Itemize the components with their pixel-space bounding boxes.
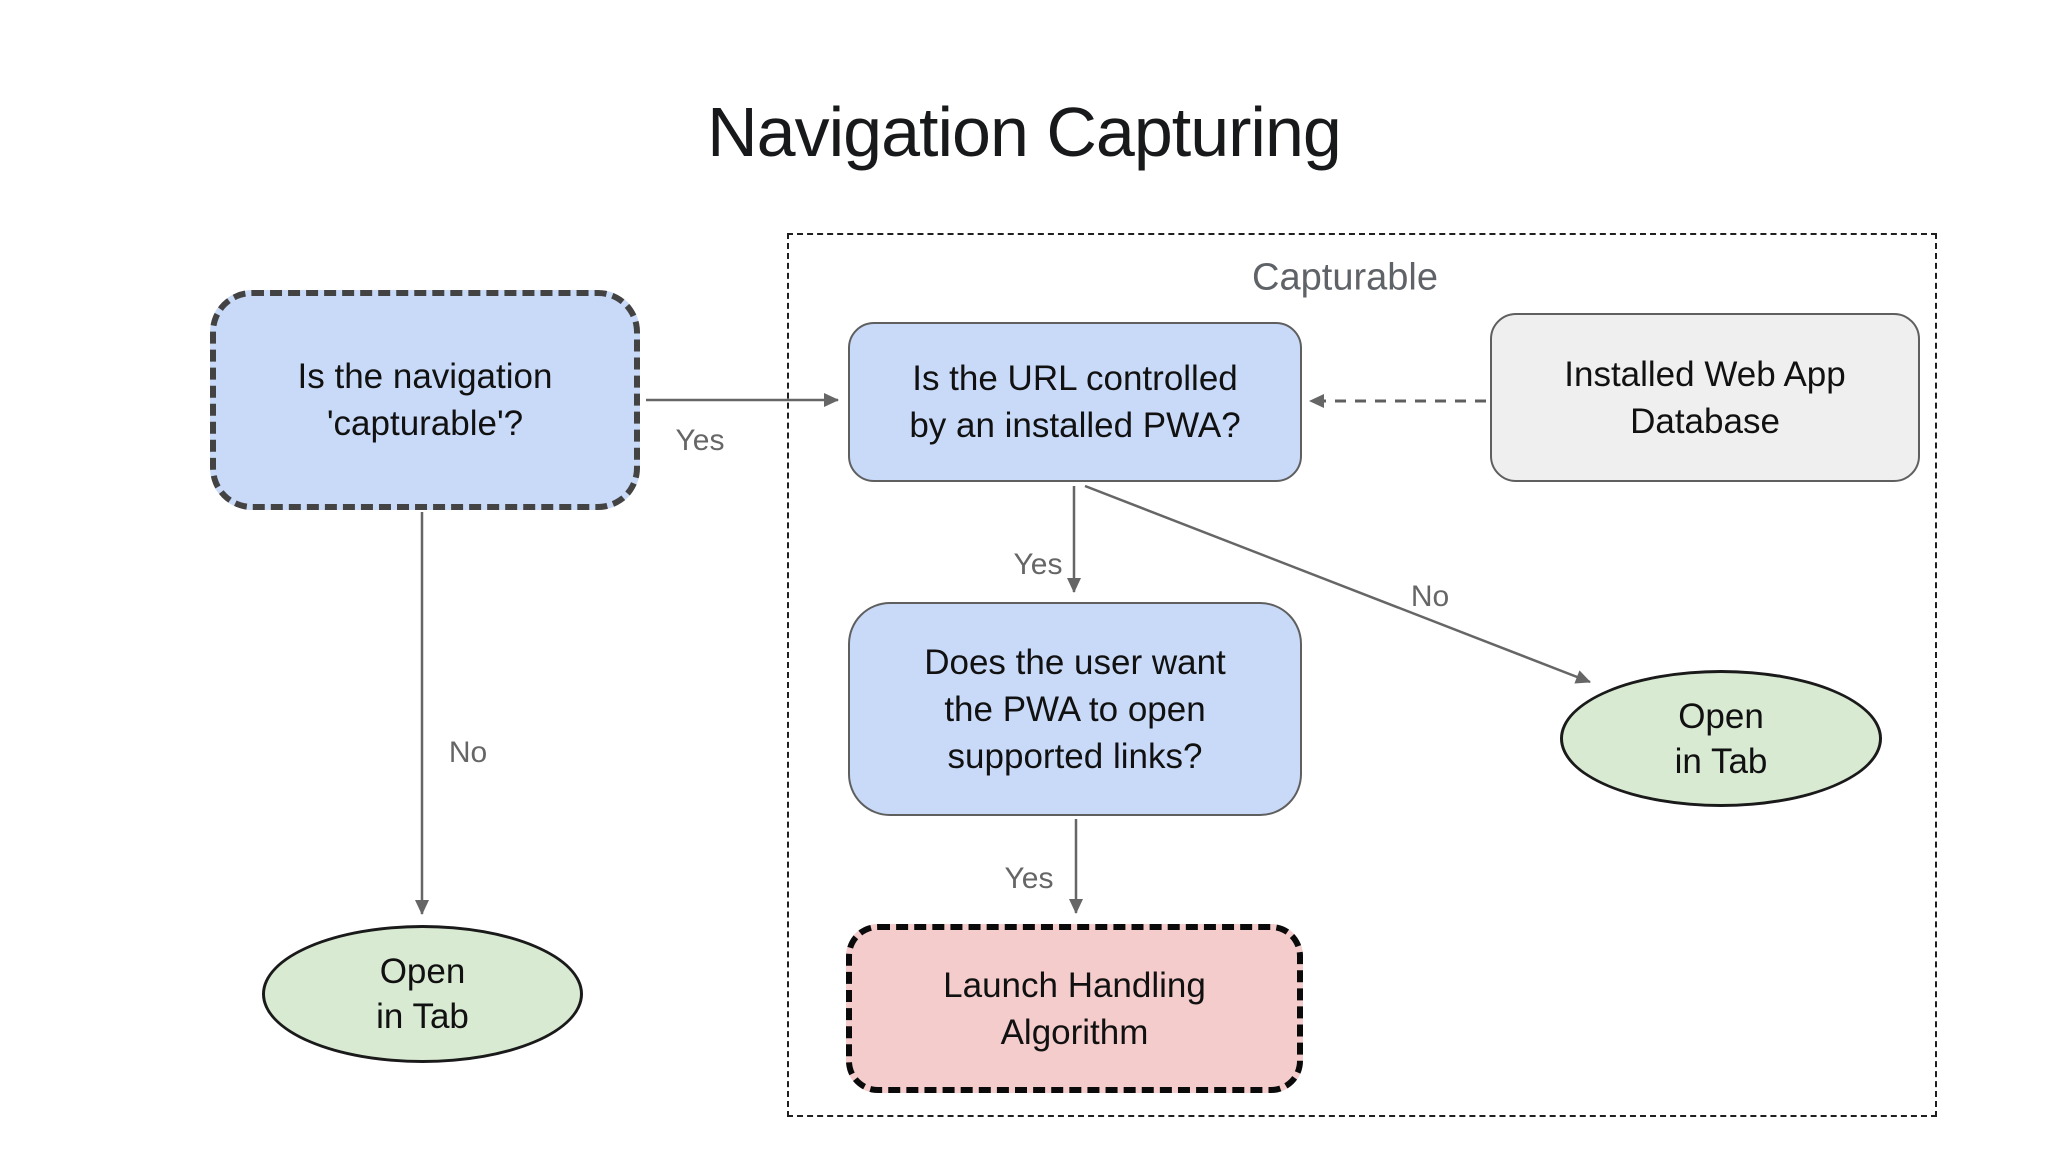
node-user-want-supported-links: Does the user want the PWA to open suppo… — [848, 602, 1302, 816]
node-url-controlled-by-pwa: Is the URL controlled by an installed PW… — [848, 322, 1302, 482]
node-label-line: 'capturable'? — [326, 404, 524, 443]
edge-label-capturable-no: No — [448, 736, 488, 769]
capturable-group-label: Capturable — [1252, 256, 1438, 299]
node-open-in-tab-right: Open in Tab — [1560, 670, 1882, 807]
arrow-controlled-no — [1084, 484, 1591, 684]
node-label-line: in Tab — [1674, 741, 1768, 781]
node-label-line: Open — [379, 952, 466, 991]
node-label-line: Open — [1678, 696, 1764, 736]
node-launch-handling-algorithm: Launch Handling Algorithm — [846, 924, 1303, 1093]
edge-label-supported-yes: Yes — [1004, 862, 1054, 895]
node-label-line: Database — [1630, 401, 1780, 441]
node-installed-web-app-database: Installed Web App Database — [1490, 313, 1920, 482]
node-label-line: Algorithm — [1000, 1012, 1149, 1052]
node-label-line: the PWA to open — [944, 689, 1206, 729]
node-label-line: Installed Web App — [1564, 354, 1846, 394]
page-title: Navigation Capturing — [707, 93, 1342, 171]
node-label-line: Is the navigation — [297, 357, 553, 396]
node-is-navigation-capturable: Is the navigation 'capturable'? — [210, 290, 640, 510]
edge-label-controlled-no: No — [1410, 580, 1450, 613]
node-label-line: Launch Handling — [943, 965, 1206, 1005]
node-label-line: Is the URL controlled — [912, 359, 1238, 398]
edge-label-capturable-yes: Yes — [675, 424, 725, 457]
edge-label-controlled-yes: Yes — [1013, 548, 1063, 581]
node-label-line: Does the user want — [924, 642, 1226, 682]
node-label-line: supported links? — [947, 736, 1203, 776]
node-open-in-tab-left: Open in Tab — [262, 925, 583, 1063]
capturable-group-box — [787, 233, 1937, 1117]
node-label-line: in Tab — [376, 997, 469, 1036]
node-label-line: by an installed PWA? — [909, 406, 1241, 445]
